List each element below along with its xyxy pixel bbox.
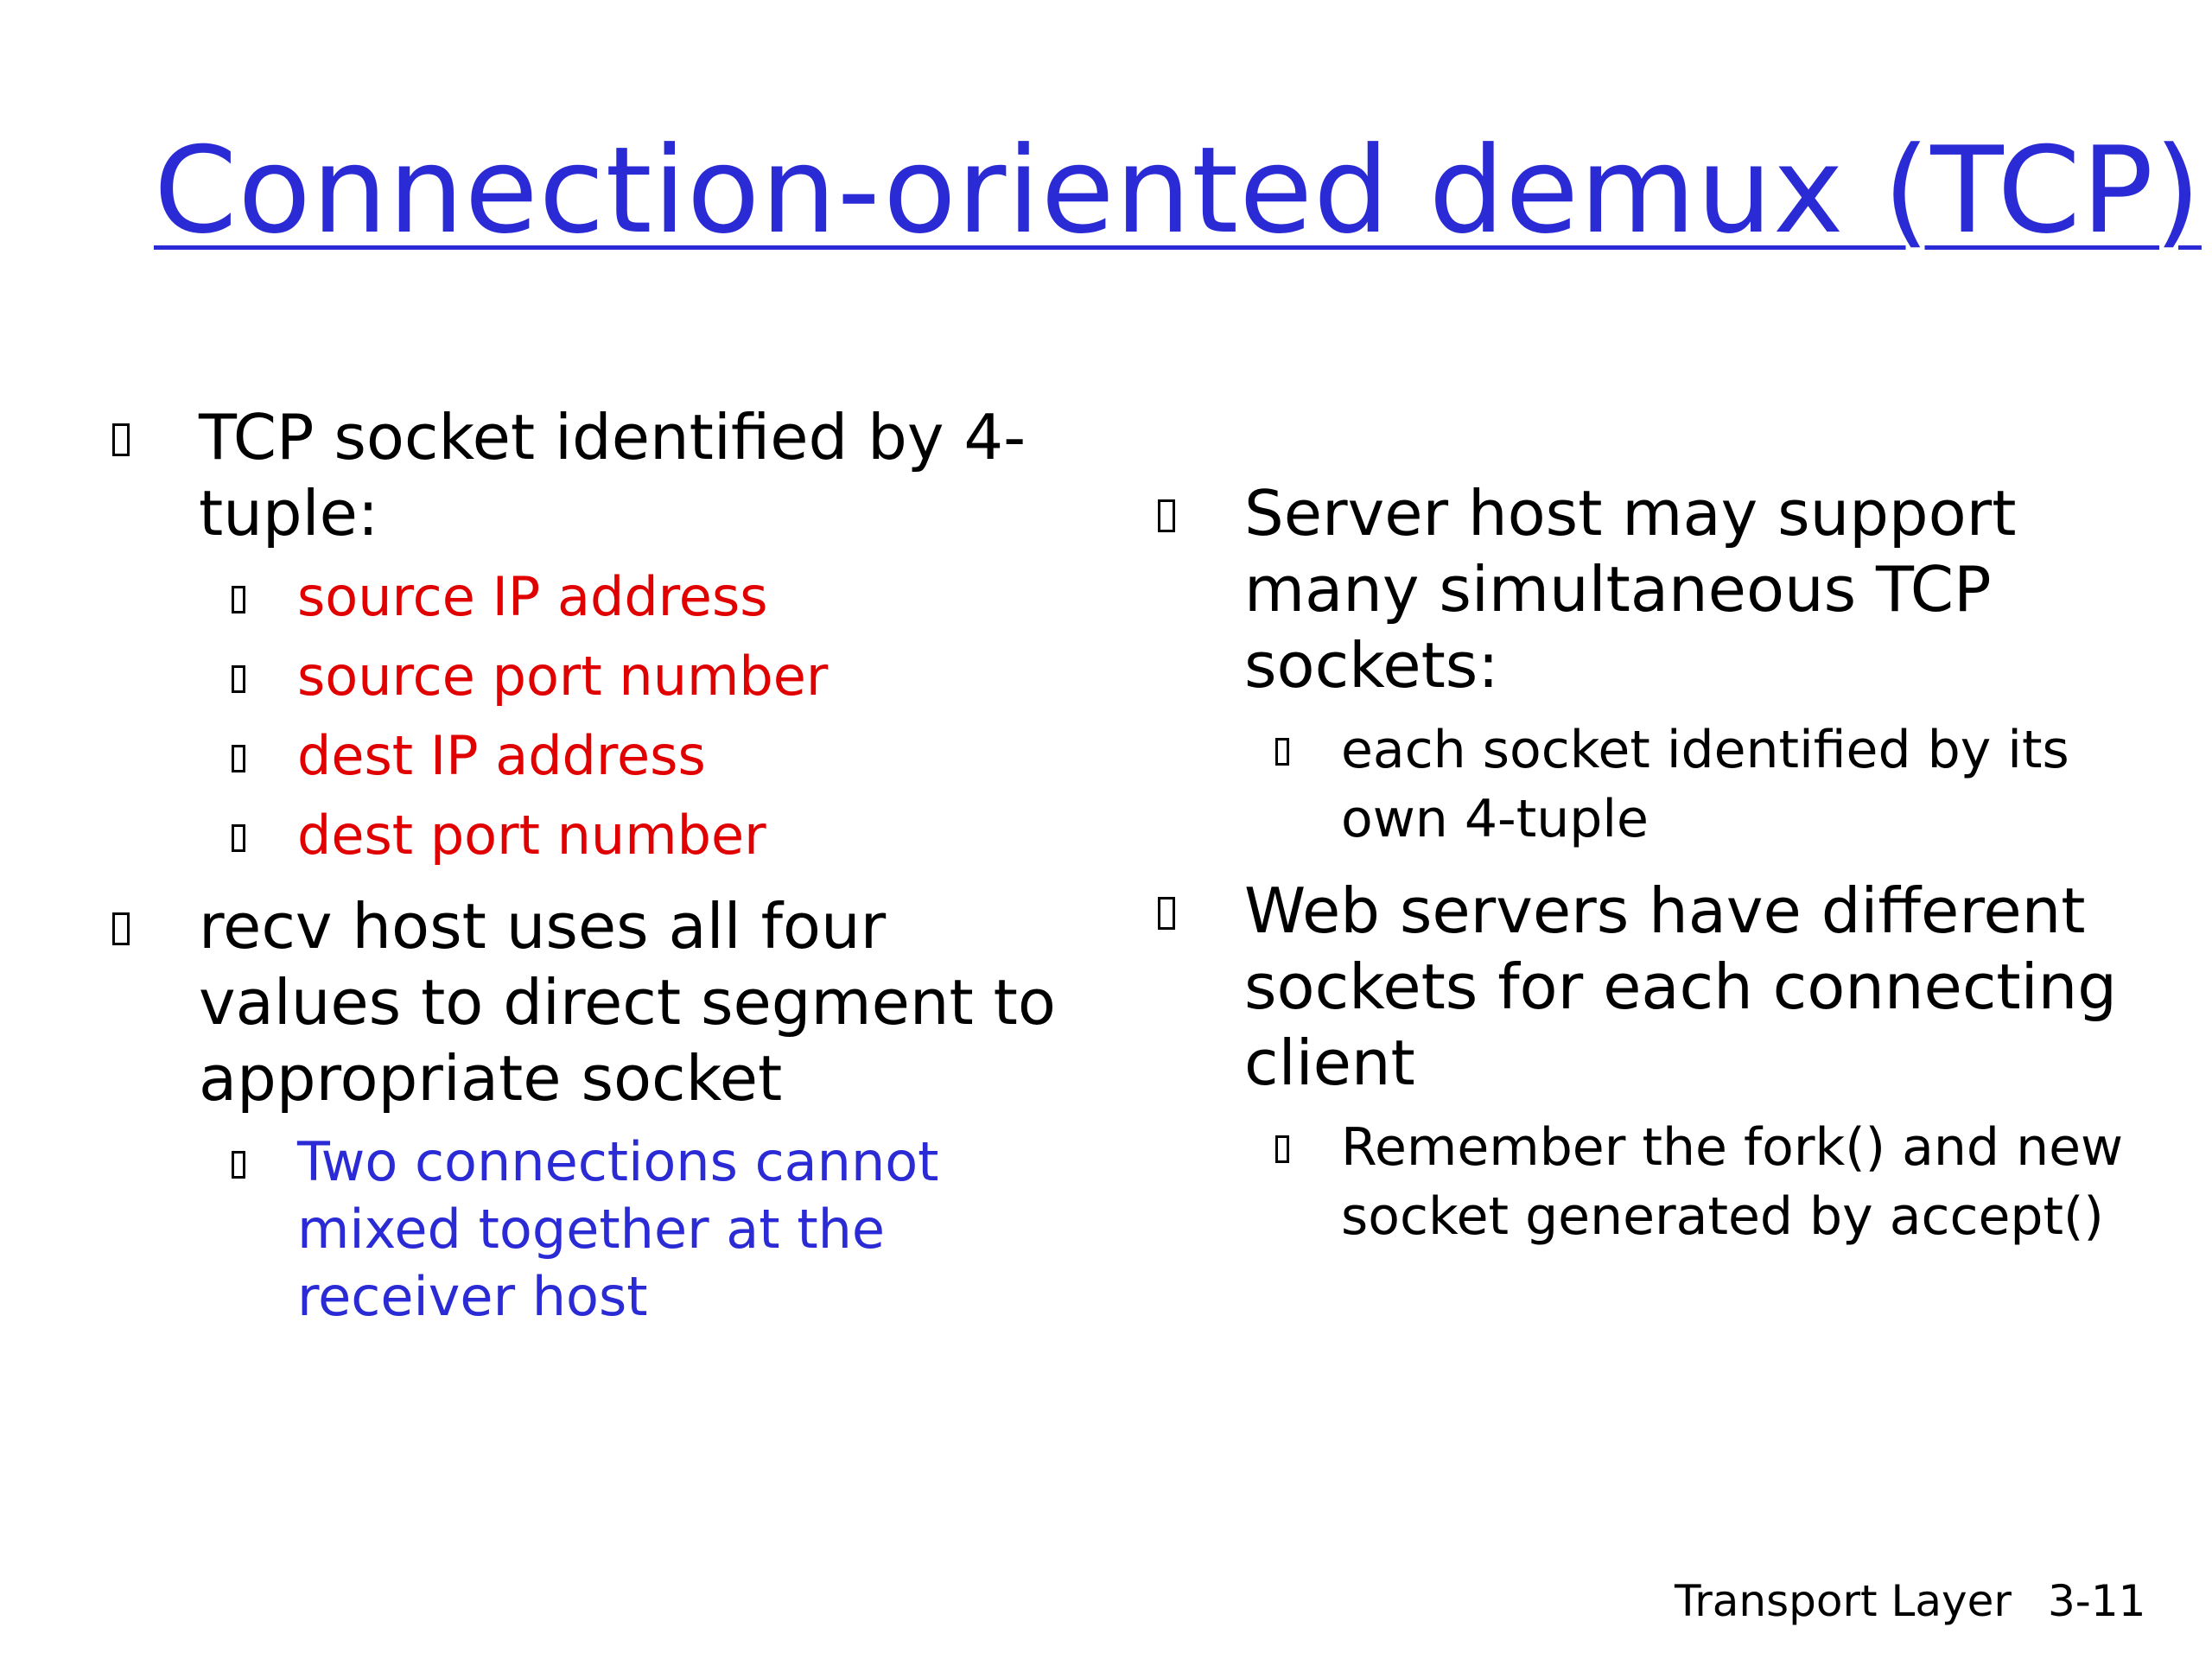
bullet-box-icon	[232, 586, 245, 613]
sub-bullet-source-ip: source IP address	[112, 563, 1063, 631]
sub-bullet-fork: Remember the fork() and new socket gener…	[1158, 1113, 2143, 1251]
bullet-box-icon	[232, 745, 245, 772]
slide-title: Connection-oriented demux (TCP)	[154, 121, 2202, 260]
bullet-recv-host: recv host uses all four values to direct…	[112, 888, 1063, 1116]
sub-bullet-text: Two connections cannot mixed together at…	[297, 1130, 939, 1328]
sub-bullet-text: dest port number	[297, 804, 766, 867]
bullet-text: Server host may support many simultaneou…	[1244, 477, 2017, 702]
bullet-box-icon	[112, 912, 130, 945]
bullet-box-icon	[232, 1151, 245, 1179]
bullet-box-icon	[1158, 499, 1175, 532]
left-column: TCP socket identified by 4-tuple: source…	[112, 399, 1063, 1331]
right-column: Server host may support many simultaneou…	[1158, 475, 2143, 1251]
sub-bullet-each-socket: each socket identified by its own 4-tupl…	[1158, 715, 2143, 854]
bullet-server-host: Server host may support many simultaneou…	[1158, 475, 2143, 703]
bullet-text: recv host uses all four values to direct…	[199, 890, 1056, 1115]
bullet-box-icon	[1275, 1135, 1289, 1163]
sub-bullet-text: Remember the fork() and new socket gener…	[1341, 1117, 2124, 1247]
bullet-box-icon	[232, 665, 245, 693]
bullet-tcp-socket: TCP socket identified by 4-tuple:	[112, 399, 1063, 551]
bullet-box-icon	[112, 423, 130, 456]
sub-bullet-dest-port: dest port number	[112, 802, 1063, 869]
bullet-text: Web servers have different sockets for e…	[1244, 874, 2117, 1099]
footer-label: Transport Layer	[1675, 1576, 2012, 1626]
bullet-box-icon	[232, 824, 245, 852]
sub-bullet-text: source IP address	[297, 565, 768, 628]
bullet-box-icon	[1158, 897, 1175, 930]
sub-bullet-source-port: source port number	[112, 643, 1063, 710]
sub-bullet-text: source port number	[297, 645, 829, 708]
sub-bullet-dest-ip: dest IP address	[112, 722, 1063, 790]
bullet-text: TCP socket identified by 4-tuple:	[199, 401, 1027, 550]
page-number: 3-11	[2048, 1576, 2146, 1626]
sub-bullet-two-connections: Two connections cannot mixed together at…	[112, 1128, 1063, 1331]
sub-bullet-text: each socket identified by its own 4-tupl…	[1341, 720, 2069, 849]
bullet-box-icon	[1275, 738, 1289, 766]
sub-bullet-text: dest IP address	[297, 724, 706, 787]
bullet-web-servers: Web servers have different sockets for e…	[1158, 873, 2143, 1101]
